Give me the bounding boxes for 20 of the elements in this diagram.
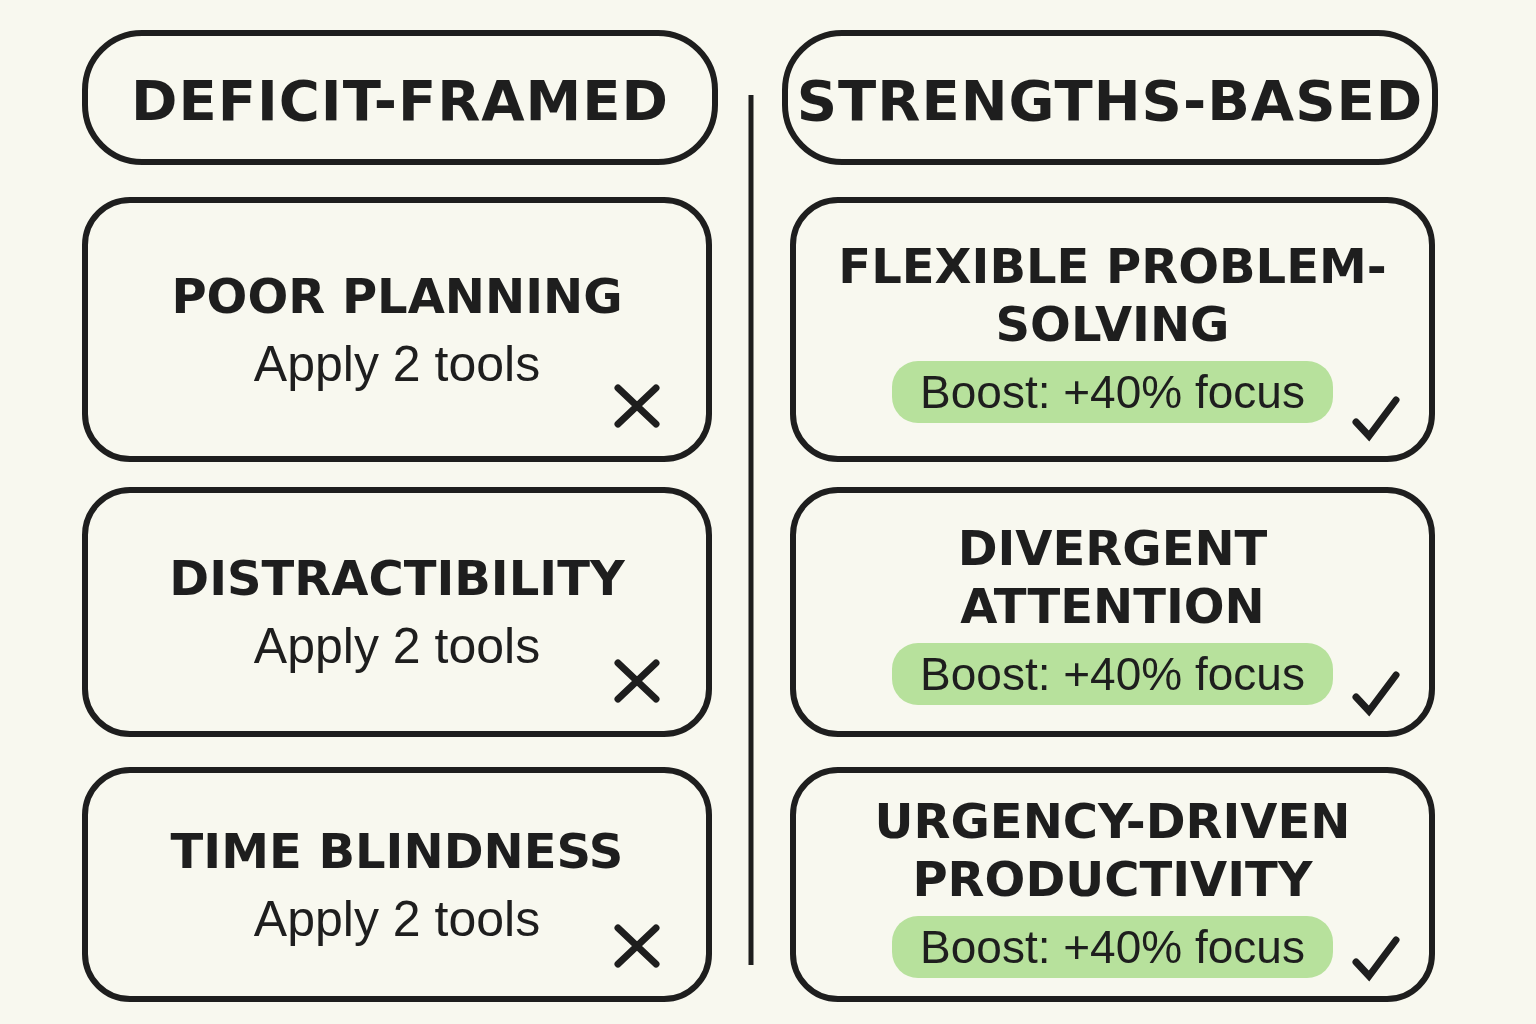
trait-card	[790, 487, 1435, 737]
trait-heading: DIVERGENT ATTENTION	[956, 519, 1269, 635]
trait-card	[790, 767, 1435, 1002]
trait-heading: POOR PLANNING	[171, 266, 623, 325]
column-title: STRENGTHS-BASED	[796, 68, 1424, 133]
boost-tag: Boost: +40% focus	[892, 915, 1333, 978]
action-text: Apply 2 tools	[253, 617, 541, 675]
trait-heading: URGENCY-DRIVEN PRODUCTIVITY	[873, 791, 1352, 908]
boost-tag: Boost: +40% focus	[892, 360, 1333, 423]
trait-heading: TIME BLINDNESS	[170, 821, 624, 880]
trait-card	[82, 487, 712, 737]
trait-card	[82, 197, 712, 462]
action-text: Apply 2 tools	[253, 889, 541, 948]
column-title: DEFICIT-FRAMED	[130, 68, 670, 133]
trait-heading: FLEXIBLE PROBLEM-SOLVING	[837, 236, 1388, 353]
trait-card	[790, 197, 1435, 462]
action-text: Apply 2 tools	[253, 334, 541, 393]
trait-card	[82, 767, 712, 1002]
trait-heading: DISTRACTIBILITY	[169, 549, 625, 607]
boost-tag: Boost: +40% focus	[892, 643, 1333, 705]
